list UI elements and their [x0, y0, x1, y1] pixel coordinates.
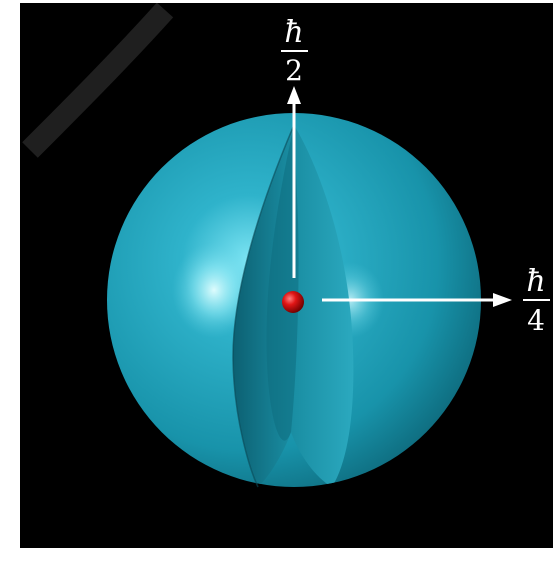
vertical-label-numerator: ħ: [284, 15, 303, 50]
vertical-label-denominator: 2: [285, 54, 303, 87]
horizontal-label-denominator: 4: [527, 304, 545, 337]
particle-center: [282, 291, 304, 313]
horizontal-label-numerator: ħ: [526, 264, 545, 299]
